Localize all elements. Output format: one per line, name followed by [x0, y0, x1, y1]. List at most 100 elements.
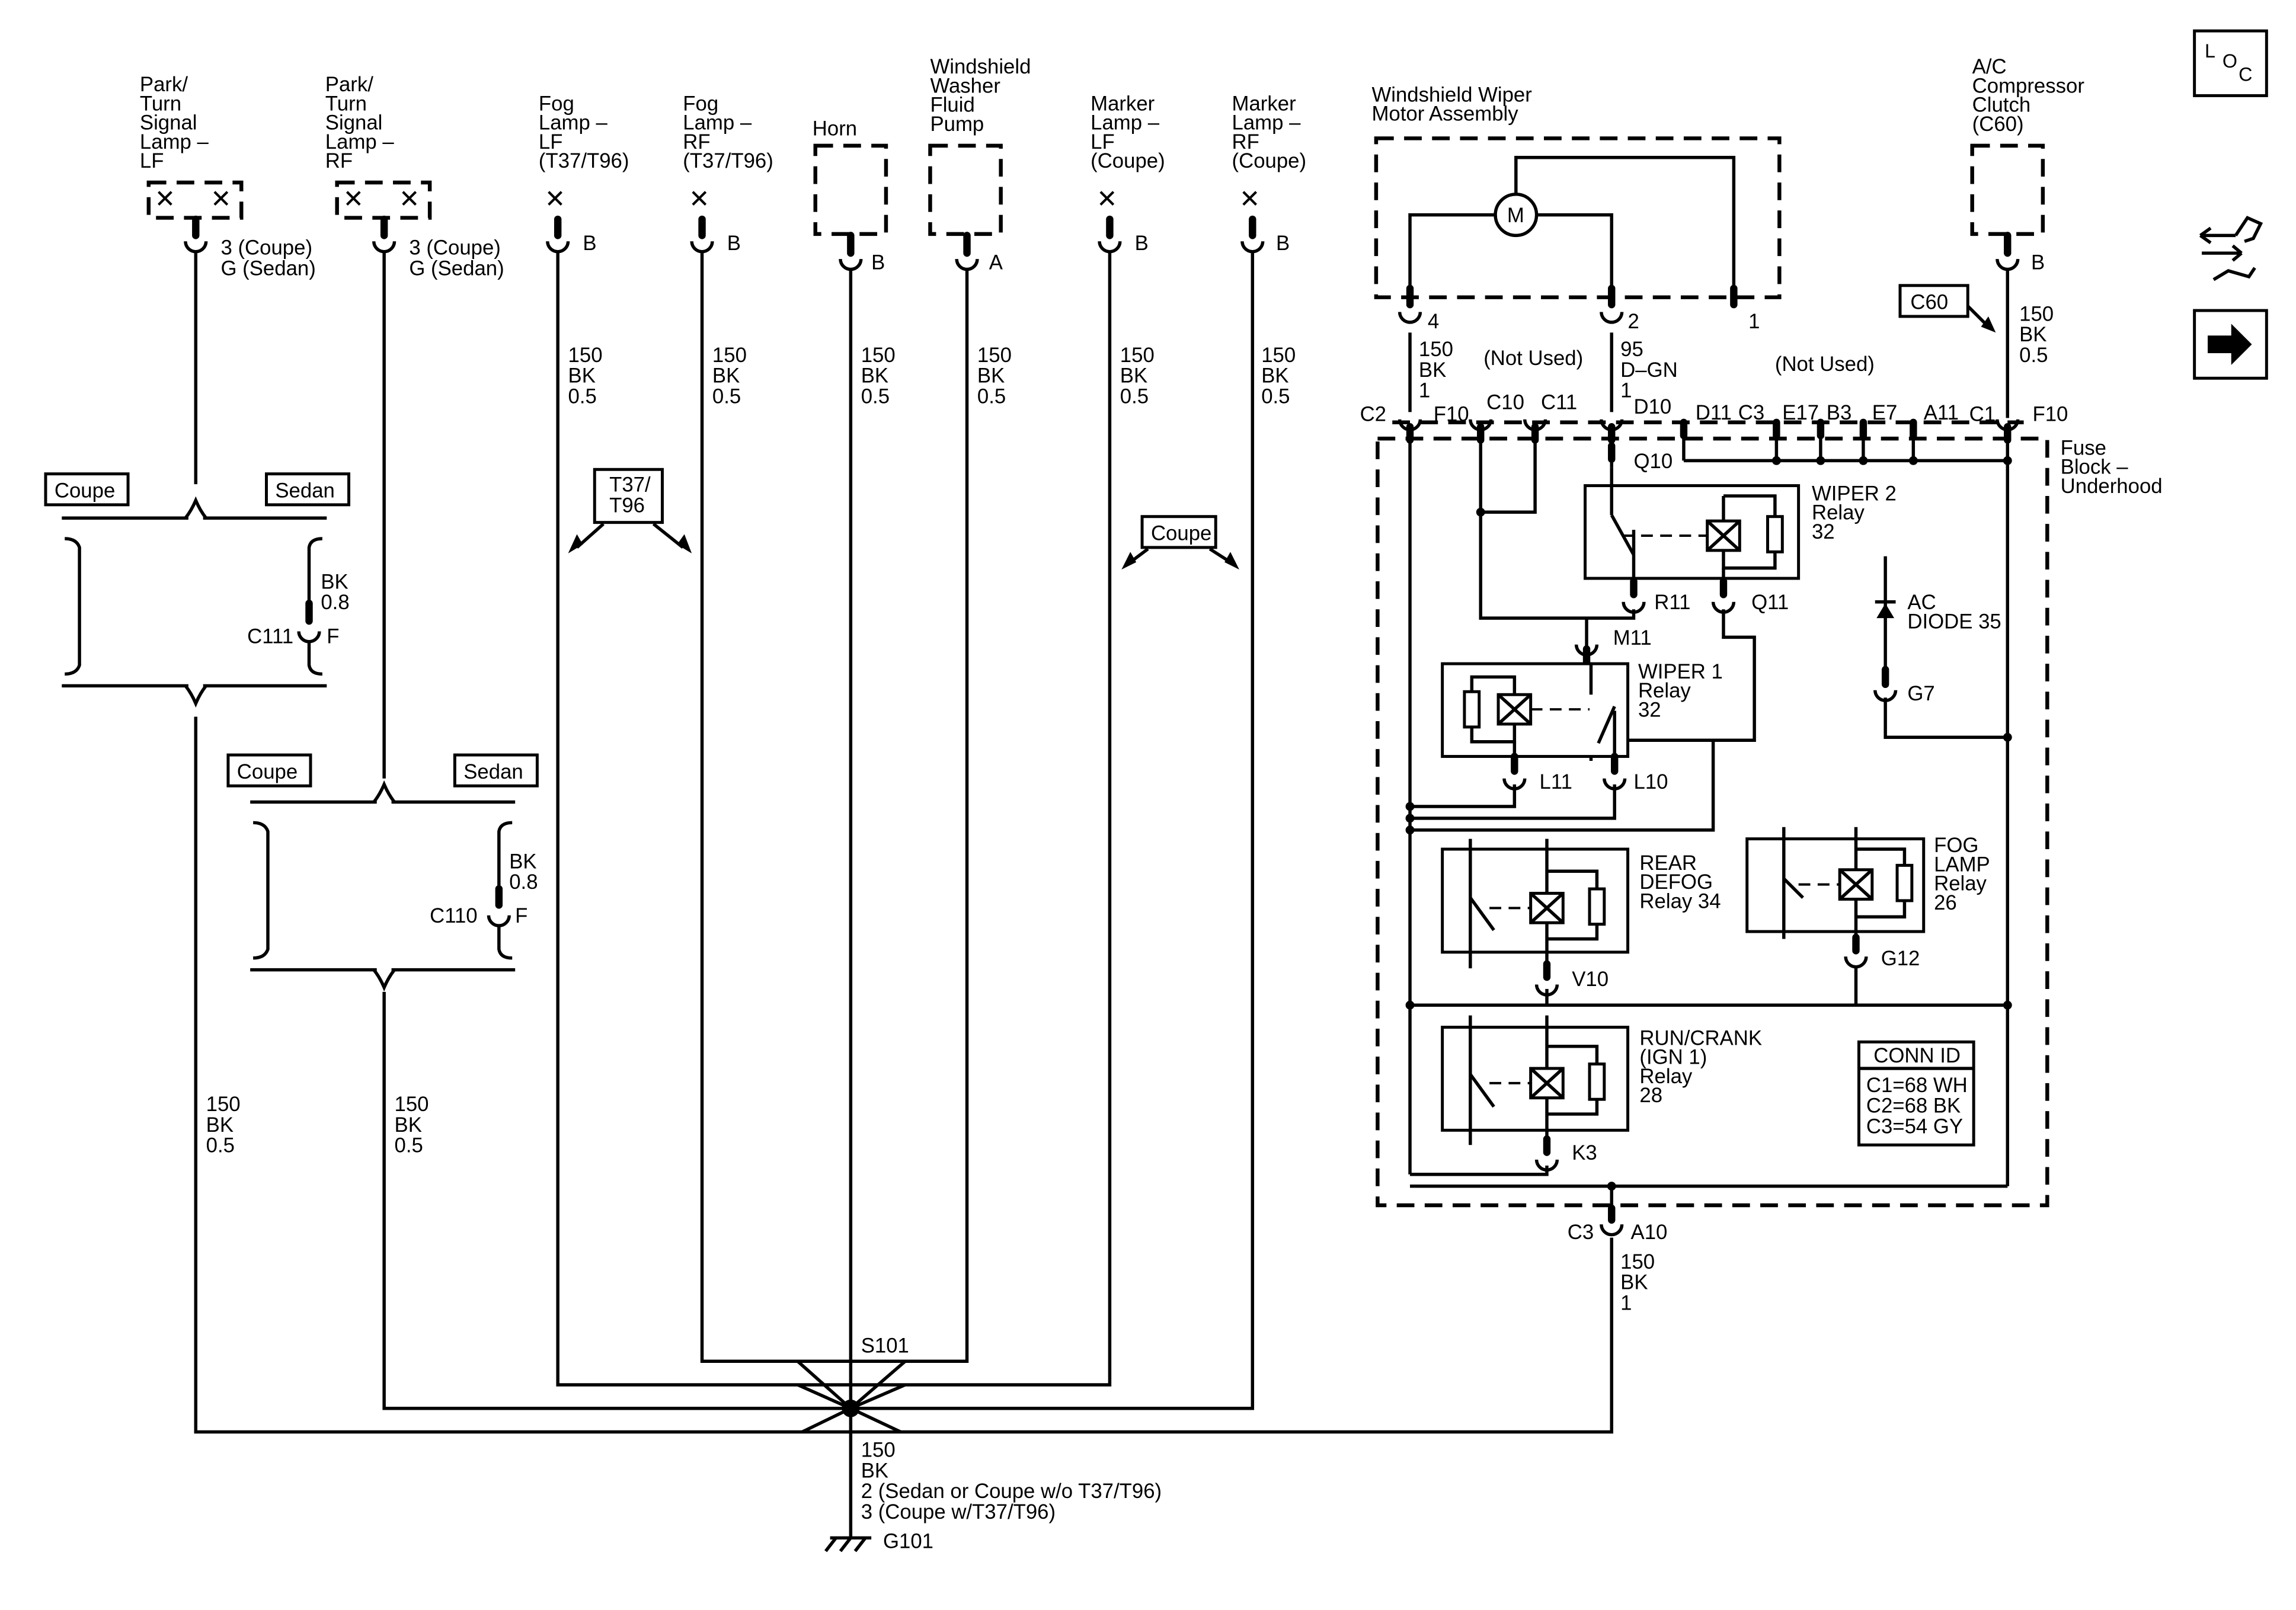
label-line: RF: [683, 131, 710, 153]
tag-line: Coupe: [1151, 522, 1211, 545]
label-line: Fluid: [930, 94, 974, 117]
label-line: Underhood: [2061, 475, 2163, 498]
svg-text:0.5: 0.5: [395, 1135, 423, 1157]
wire-gauge: 0.8: [321, 591, 349, 614]
wiper-motor-assembly: Windshield Wiper Motor Assembly M 4 2 1 …: [1371, 84, 1874, 402]
pin-label: F: [327, 625, 339, 648]
svg-text:2: 2: [1628, 311, 1639, 333]
svg-text:150: 150: [206, 1093, 241, 1116]
relay-label: 32: [1812, 521, 1835, 543]
svg-text:3 (Coupe w/T37/T96): 3 (Coupe w/T37/T96): [861, 1501, 1056, 1523]
svg-text:1: 1: [1620, 1292, 1632, 1314]
svg-text:BK: BK: [861, 1459, 888, 1482]
label-line: (Coupe): [1091, 150, 1165, 172]
marker-lamp-lf: ✕ Marker Lamp – LF (Coupe) B: [1091, 92, 1165, 255]
label-line: Park/: [140, 73, 188, 96]
label-line: Pump: [930, 113, 984, 136]
label-line: Lamp –: [683, 112, 752, 135]
svg-text:BK: BK: [1620, 1272, 1648, 1294]
pin-label: 3 (Coupe): [221, 237, 313, 260]
svg-text:1: 1: [1419, 380, 1430, 402]
svg-text:1: 1: [1748, 311, 1760, 333]
svg-text:150: 150: [861, 1439, 896, 1462]
label-line: LF: [140, 150, 164, 172]
lamp-x-icon: ✕: [1096, 185, 1117, 213]
svg-text:150: 150: [2019, 303, 2054, 325]
relay-label: 28: [1639, 1084, 1662, 1107]
relay-label: Relay: [1638, 680, 1691, 702]
pin-label: F: [515, 905, 527, 927]
label-line: (T37/T96): [539, 150, 629, 172]
svg-text:Q10: Q10: [1634, 450, 1673, 473]
relay-label: Relay: [1639, 1065, 1692, 1088]
connector-label: C111: [247, 625, 293, 648]
relay-label: 26: [1934, 892, 1957, 914]
svg-text:2 (Sedan or Coupe w/o T37/T96): 2 (Sedan or Coupe w/o T37/T96): [861, 1480, 1162, 1503]
relay-label: (IGN 1): [1639, 1046, 1707, 1069]
svg-text:D10: D10: [1634, 396, 1672, 418]
lamp-x-icon: ✕: [399, 185, 420, 213]
relay-label: Relay: [1812, 502, 1865, 524]
coupe-tag: Coupe: [55, 479, 115, 502]
svg-text:Q11: Q11: [1751, 591, 1789, 614]
svg-text:150: 150: [1620, 1251, 1655, 1273]
svg-text:0.5: 0.5: [861, 385, 890, 408]
svg-text:M11: M11: [1613, 627, 1652, 649]
loc-button[interactable]: L O C: [2193, 29, 2268, 97]
svg-text:150: 150: [1261, 344, 1296, 367]
label-line: Washer: [930, 75, 1000, 97]
label-line: Clutch: [1972, 94, 2030, 117]
lamp-x-icon: ✕: [210, 185, 231, 213]
svg-text:BK: BK: [1261, 365, 1288, 388]
washer-pump: Windshield Washer Fluid Pump A: [928, 56, 1031, 274]
svg-text:F10: F10: [2032, 403, 2068, 425]
svg-text:E17: E17: [1782, 402, 1819, 424]
svg-text:D–GN: D–GN: [1620, 359, 1678, 382]
label-line: Motor Assembly: [1371, 103, 1518, 126]
svg-text:0.5: 0.5: [206, 1135, 235, 1157]
svg-text:K3: K3: [1572, 1142, 1597, 1164]
park-lamp-rf: ✕ ✕ Park/ Turn Signal Lamp – RF 3 (Coupe…: [325, 73, 504, 280]
option-block-park-rf: Coupe Sedan BK 0.8 C110 F: [226, 753, 539, 992]
svg-text:D11: D11: [1696, 402, 1732, 424]
label-line: Signal: [140, 112, 197, 135]
svg-text:L11: L11: [1540, 771, 1572, 793]
label-line: (C60): [1972, 113, 2024, 136]
not-used-label: (Not Used): [1775, 353, 1875, 376]
label-line: A/C: [1972, 56, 2007, 78]
conn-id-row: C1=68 WH: [1866, 1074, 1968, 1097]
not-used-label: (Not Used): [1483, 347, 1583, 370]
splice-label: S101: [861, 1334, 909, 1357]
svg-text:0.5: 0.5: [568, 385, 597, 408]
svg-text:0.5: 0.5: [2019, 344, 2048, 367]
park-lamp-lf: ✕ ✕ Park/ Turn Signal Lamp – LF 3 (Coupe…: [140, 73, 316, 280]
relay-label: RUN/CRANK: [1639, 1027, 1762, 1049]
label-line: Compressor: [1972, 75, 2084, 97]
next-page-arrow-icon[interactable]: [2193, 309, 2268, 380]
relay-label: FOG: [1934, 834, 1978, 857]
pin-label: B: [2031, 251, 2045, 274]
relay-label: Relay 34: [1639, 890, 1721, 913]
svg-text:BK: BK: [2019, 324, 2046, 346]
svg-text:BK: BK: [977, 365, 1005, 388]
label-line: Windshield: [930, 56, 1031, 78]
coupe-tag: Coupe: [237, 761, 298, 783]
splice-s101: S101 150 BK 2 (Sedan or Coupe w/o T37/T9…: [861, 1334, 1162, 1523]
diode-label: DIODE 35: [1907, 610, 2001, 633]
svg-text:150: 150: [861, 344, 896, 367]
label-line: Fog: [683, 92, 718, 115]
label-line: Lamp –: [140, 131, 209, 153]
connector-end-view-icon[interactable]: [2193, 210, 2266, 287]
svg-text:150: 150: [568, 344, 603, 367]
relay-label: Relay: [1934, 873, 1987, 895]
svg-text:BK: BK: [1419, 359, 1446, 382]
label-line: Lamp –: [539, 112, 608, 135]
label-line: Turn: [140, 92, 181, 115]
svg-text:BK: BK: [395, 1114, 422, 1137]
svg-text:0.5: 0.5: [1120, 385, 1149, 408]
svg-text:BK: BK: [1120, 365, 1147, 388]
diode-label: AC: [1907, 591, 1936, 614]
